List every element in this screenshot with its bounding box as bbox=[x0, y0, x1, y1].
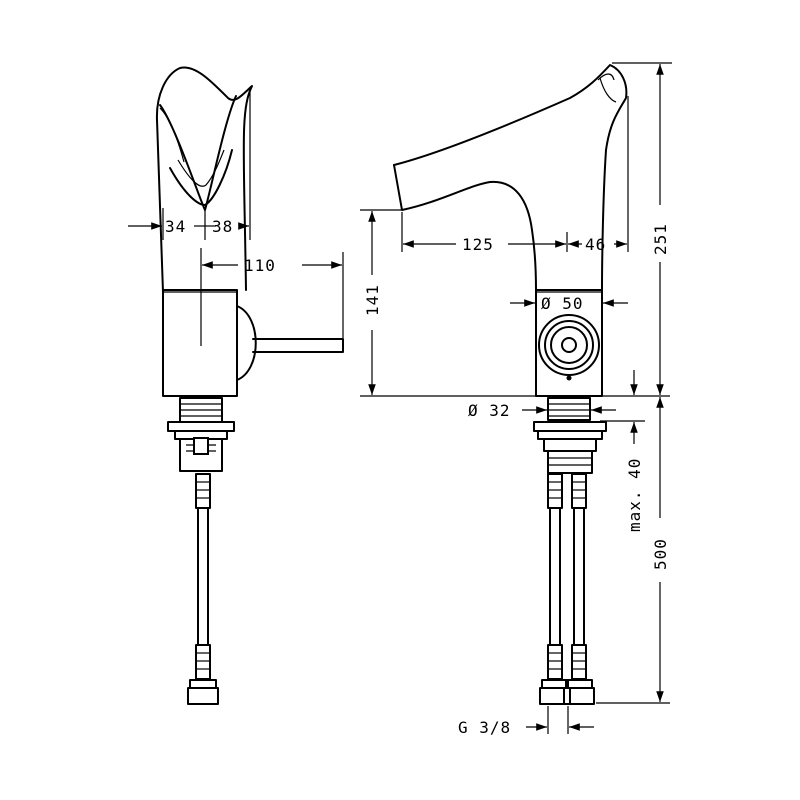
dimension-label-diameter-32: Ø 32 bbox=[468, 401, 511, 420]
dimension-label-46: 46 bbox=[585, 235, 606, 254]
dimension-label-110: 110 bbox=[244, 256, 276, 275]
side-view-faucet bbox=[393, 64, 628, 705]
side-view-dimensions: 125 46 Ø 50 141 251 Ø 32 max. 40 500 bbox=[360, 62, 672, 737]
front-view-dimensions: 34 38 110 bbox=[128, 90, 344, 338]
dimension-label-thread-g38: G 3/8 bbox=[458, 718, 511, 737]
dimension-label-38: 38 bbox=[212, 217, 233, 236]
dimension-label-max-40: max. 40 bbox=[625, 458, 644, 532]
dimension-label-125: 125 bbox=[462, 235, 494, 254]
dimension-label-141: 141 bbox=[363, 284, 382, 316]
dimension-label-34: 34 bbox=[165, 217, 186, 236]
front-view-faucet bbox=[155, 66, 344, 705]
dimension-label-251: 251 bbox=[651, 223, 670, 255]
dimension-label-diameter-50: Ø 50 bbox=[541, 294, 584, 313]
dimension-label-500: 500 bbox=[651, 538, 670, 570]
